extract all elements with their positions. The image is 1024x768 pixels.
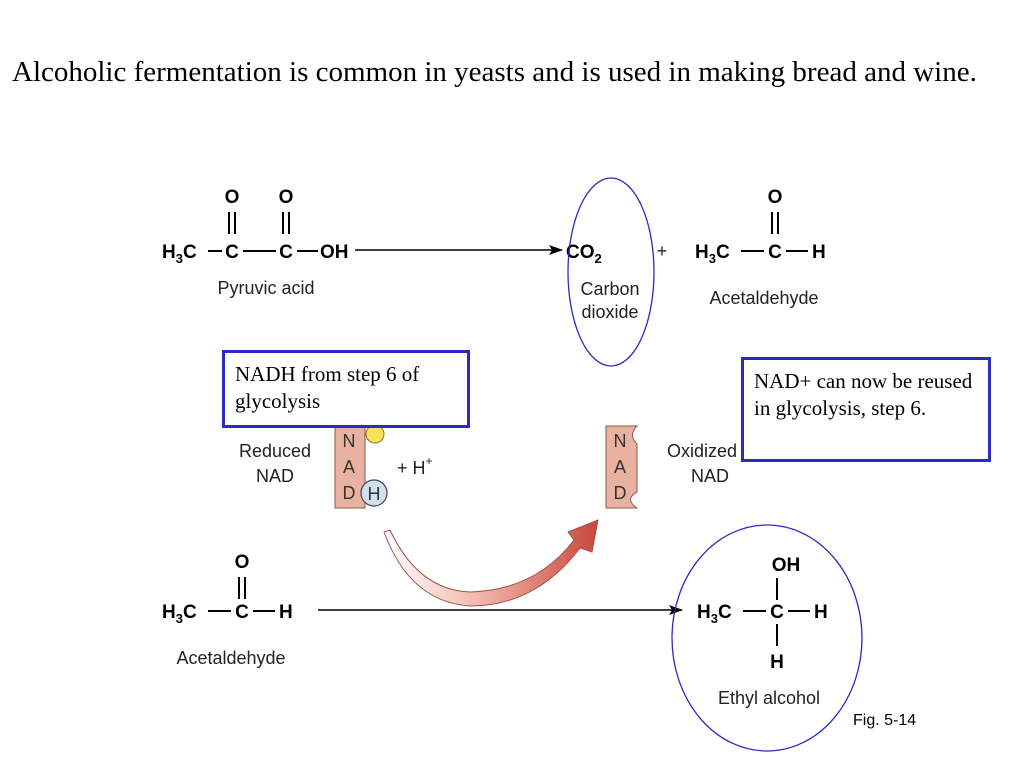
pyruvic-acid-structure: O O H3C C C OH Pyruvic acid [162, 187, 349, 298]
oxidized-nad-letter-d: D [614, 483, 627, 503]
ethyl-alcohol-label: Ethyl alcohol [718, 688, 820, 708]
curved-electron-arrow [383, 519, 599, 607]
nad-plus-note-box: NAD+ can now be reused in glycolysis, st… [741, 357, 991, 462]
oxidized-nad-group: N A D Oxidized NAD [605, 425, 737, 509]
acetaldehyde-product-label: Acetaldehyde [709, 288, 818, 308]
ethyl-alcohol-structure: OH H3C C H H Ethyl alcohol [697, 555, 828, 708]
hydrogen-circle-label: H [368, 484, 381, 504]
reaction1-plus: + [657, 241, 668, 261]
ethyl-alcohol-h-bottom: H [770, 652, 784, 673]
ethyl-alcohol-highlight-ellipse [671, 524, 863, 752]
nadh-note-box: NADH from step 6 of glycolysis [222, 350, 470, 428]
ethyl-alcohol-oh: OH [772, 555, 801, 576]
figure-label: Fig. 5-14 [853, 712, 917, 729]
pyruvic-oh: OH [320, 242, 349, 263]
acetaldehyde-product-h: H [812, 242, 826, 263]
pyruvic-o1: O [225, 187, 240, 208]
acetaldehyde-product-structure: O H3C C H Acetaldehyde [695, 187, 826, 308]
reduced-nad-letter-a: A [343, 457, 355, 477]
reduced-nad-letter-n: N [343, 431, 356, 451]
pyruvic-c2: C [279, 242, 293, 263]
pyruvic-acid-label: Pyruvic acid [217, 278, 314, 298]
acetaldehyde-reactant-h3c: H3C [162, 602, 197, 626]
co2-label-line1: Carbon [580, 279, 639, 299]
oxidized-nad-label-line2: NAD [691, 466, 729, 486]
reduced-nad-label-line1: Reduced [239, 441, 311, 461]
reduced-nad-letter-d: D [343, 483, 356, 503]
acetaldehyde-reactant-c: C [235, 602, 249, 623]
ethyl-alcohol-h3c: H3C [697, 602, 732, 626]
pyruvic-o2: O [279, 187, 294, 208]
co2-highlight-ellipse [567, 177, 655, 367]
acetaldehyde-reactant-label: Acetaldehyde [176, 648, 285, 668]
plus-hydrogen-ion: + H+ [397, 454, 433, 478]
pyruvic-c1: C [225, 242, 239, 263]
pyruvic-h3c: H3C [162, 242, 197, 266]
reduced-nad-block [334, 425, 366, 509]
oxidized-nad-label-line1: Oxidized [667, 441, 737, 461]
acetaldehyde-reactant-o: O [235, 552, 250, 573]
acetaldehyde-reactant-h-end: H [279, 602, 293, 623]
oxidized-nad-letter-a: A [614, 457, 626, 477]
ethyl-alcohol-h-right: H [814, 602, 828, 623]
co2-formula: CO2 [566, 242, 602, 266]
co2-label-line2: dioxide [581, 302, 638, 322]
acetaldehyde-product-o: O [768, 187, 783, 208]
acetaldehyde-product-h3c: H3C [695, 242, 730, 266]
oxidized-nad-block [605, 425, 639, 509]
carbon-dioxide-structure: CO2 Carbon dioxide [566, 242, 640, 322]
reduced-nad-group: Reduced NAD N A D H + H+ [239, 424, 433, 509]
reduced-nad-label-line2: NAD [256, 466, 294, 486]
acetaldehyde-product-c: C [768, 242, 782, 263]
acetaldehyde-reactant-structure: O H3C C H Acetaldehyde [162, 552, 293, 668]
hydrogen-circle-icon [360, 479, 388, 507]
slide-heading: Alcoholic fermentation is common in yeas… [12, 56, 977, 88]
oxidized-nad-letter-n: N [614, 431, 627, 451]
ethyl-alcohol-c: C [770, 602, 784, 623]
